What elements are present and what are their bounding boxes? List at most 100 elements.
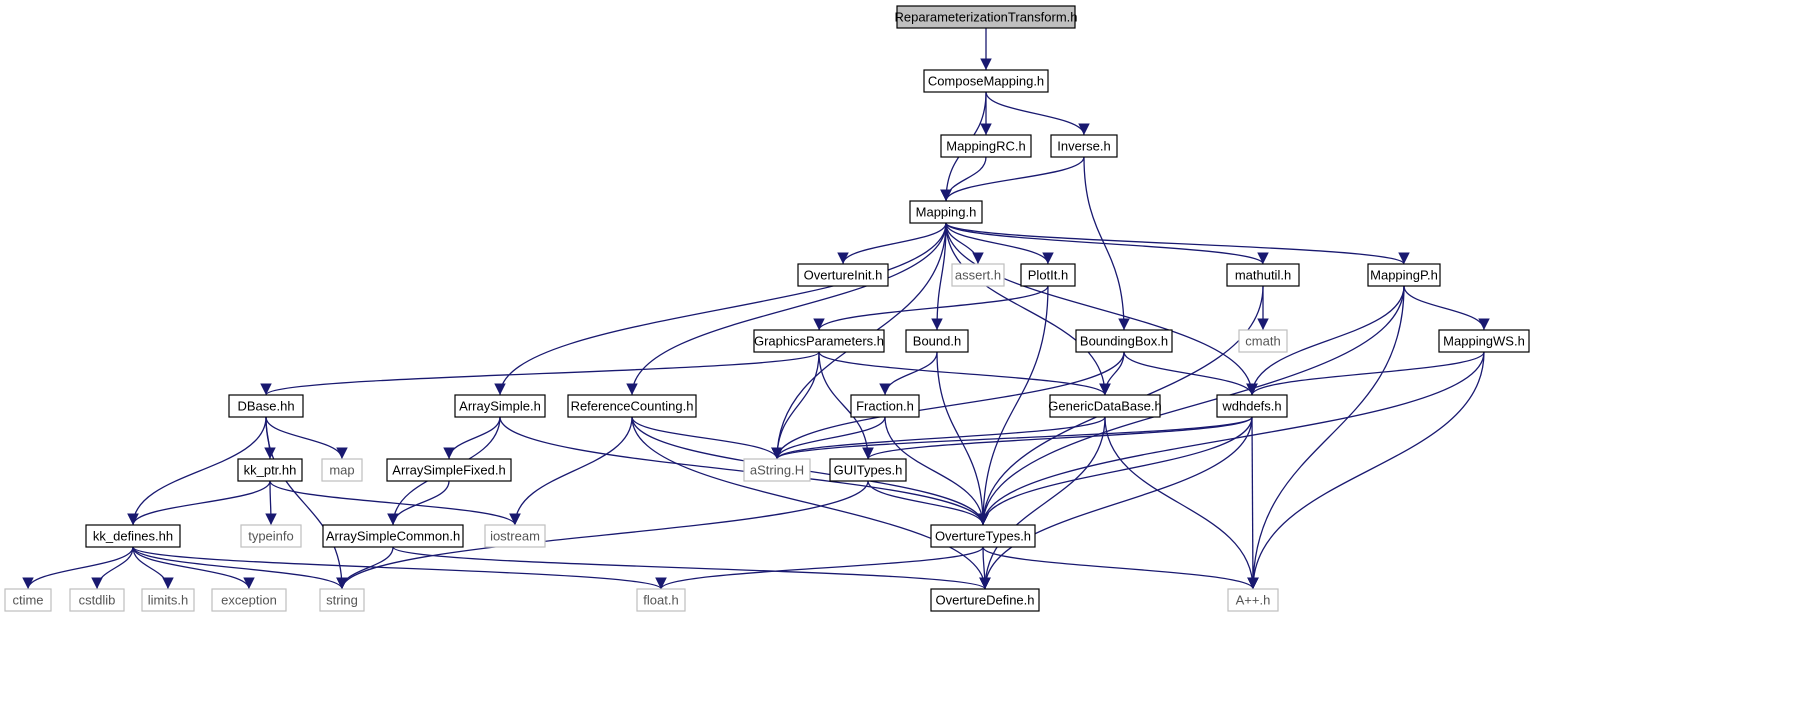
edge-wdhdefs-h-to-guitypes-h bbox=[862, 416, 1253, 460]
node-fraction-h[interactable]: Fraction.h bbox=[850, 394, 920, 418]
edge-mappingws-h-to-wdhdefs-h bbox=[1246, 351, 1485, 396]
node-label: ctime bbox=[12, 592, 43, 607]
node-genericdatabase-h[interactable]: GenericDataBase.h bbox=[1048, 394, 1162, 418]
node-string: string bbox=[319, 588, 365, 612]
edge-graphicsparameters-h-to-genericdatabase-h bbox=[818, 351, 1111, 396]
node-cstdlib: cstdlib bbox=[69, 588, 125, 612]
node-mathutil-h[interactable]: mathutil.h bbox=[1226, 263, 1300, 287]
edge-bound-h-to-fraction-h bbox=[879, 351, 938, 396]
node-box bbox=[4, 588, 52, 612]
node-arraysimplefixed-h[interactable]: ArraySimpleFixed.h bbox=[386, 458, 512, 482]
node-box bbox=[567, 394, 697, 418]
node-boundingbox-h[interactable]: BoundingBox.h bbox=[1075, 329, 1173, 353]
node-label: cstdlib bbox=[79, 592, 116, 607]
node-box bbox=[909, 200, 983, 224]
node-box bbox=[951, 263, 1005, 287]
node-overturetypes-h[interactable]: OvertureTypes.h bbox=[930, 524, 1036, 548]
edge-dbase-hh-to-map bbox=[265, 416, 348, 460]
edge-kk-defines-hh-to-float-h bbox=[132, 546, 667, 590]
node-guitypes-h[interactable]: GUITypes.h bbox=[829, 458, 907, 482]
edge-kk-defines-hh-to-string bbox=[132, 546, 348, 590]
edge-wdhdefs-h-to-overturedefine-h bbox=[979, 416, 1253, 590]
edge-mappingp-h-to-wdhdefs-h bbox=[1246, 285, 1405, 396]
edge-overturetypes-h-to-float-h bbox=[655, 546, 984, 590]
node-box bbox=[454, 394, 546, 418]
node-box bbox=[923, 69, 1049, 93]
node-box bbox=[1238, 329, 1288, 353]
node-label: kk_defines.hh bbox=[93, 528, 173, 543]
node-mappingp-h[interactable]: MappingP.h bbox=[1367, 263, 1441, 287]
node-referencecounting-h[interactable]: ReferenceCounting.h bbox=[567, 394, 697, 418]
edge-plotit-h-to-overturetypes-h bbox=[977, 285, 1049, 526]
node-typeinfo: typeinfo bbox=[240, 524, 302, 548]
edge-mapping-h-to-plotit-h bbox=[945, 222, 1054, 265]
node-exception: exception bbox=[211, 588, 287, 612]
edge-referencecounting-h-to-astring-h bbox=[631, 416, 783, 460]
edge-overturetypes-h-to-a-h bbox=[982, 546, 1259, 590]
node-label: Fraction.h bbox=[856, 398, 914, 413]
edge-wdhdefs-h-to-a-h bbox=[1247, 416, 1259, 590]
node-arraysimplecommon-h[interactable]: ArraySimpleCommon.h bbox=[322, 524, 464, 548]
node-mapping-h[interactable]: Mapping.h bbox=[909, 200, 983, 224]
node-reparameterizationtransform-h[interactable]: ReparameterizationTransform.h bbox=[894, 5, 1078, 29]
edge-arraysimple-h-to-overturetypes-h bbox=[499, 416, 989, 526]
node-kk-defines-hh[interactable]: kk_defines.hh bbox=[85, 524, 181, 548]
node-box bbox=[930, 588, 1040, 612]
node-composemapping-h[interactable]: ComposeMapping.h bbox=[923, 69, 1049, 93]
node-box bbox=[1367, 263, 1441, 287]
node-box bbox=[930, 524, 1036, 548]
node-dbase-hh[interactable]: DBase.hh bbox=[228, 394, 304, 418]
node-box bbox=[753, 329, 885, 353]
node-label: ReferenceCounting.h bbox=[571, 398, 694, 413]
node-box bbox=[1075, 329, 1173, 353]
edge-mapping-h-to-genericdatabase-h bbox=[945, 222, 1111, 396]
edge-composemapping-h-to-inverse-h bbox=[985, 91, 1090, 136]
node-label: ArraySimpleFixed.h bbox=[392, 462, 505, 477]
node-mappingws-h[interactable]: MappingWS.h bbox=[1438, 329, 1530, 353]
node-label: float.h bbox=[643, 592, 678, 607]
node-label: typeinfo bbox=[248, 528, 294, 543]
edge-genericdatabase-h-to-overturedefine-h bbox=[979, 416, 1106, 590]
node-mappingrc-h[interactable]: MappingRC.h bbox=[940, 134, 1032, 158]
node-label: wdhdefs.h bbox=[1221, 398, 1281, 413]
node-box bbox=[1227, 588, 1279, 612]
node-graphicsparameters-h[interactable]: GraphicsParameters.h bbox=[753, 329, 885, 353]
node-box bbox=[1226, 263, 1300, 287]
node-label: MappingP.h bbox=[1370, 267, 1438, 282]
node-label: A++.h bbox=[1236, 592, 1271, 607]
node-box bbox=[319, 588, 365, 612]
edge-dbase-hh-to-kk-defines-hh bbox=[127, 416, 267, 526]
edge-overturetypes-h-to-overturedefine-h bbox=[979, 546, 991, 590]
node-label: DBase.hh bbox=[237, 398, 294, 413]
edge-kk-ptr-hh-to-typeinfo bbox=[265, 480, 277, 526]
edge-mapping-h-to-arraysimple-h bbox=[494, 222, 947, 396]
edge-genericdatabase-h-to-astring-h bbox=[771, 416, 1106, 460]
edge-bound-h-to-overturetypes-h bbox=[936, 351, 989, 526]
edge-dbase-hh-to-string bbox=[265, 416, 348, 590]
edge-referencecounting-h-to-iostream bbox=[509, 416, 633, 526]
node-overtureinit-h[interactable]: OvertureInit.h bbox=[797, 263, 889, 287]
node-inverse-h[interactable]: Inverse.h bbox=[1050, 134, 1118, 158]
node-label: MappingWS.h bbox=[1443, 333, 1525, 348]
node-overturedefine-h[interactable]: OvertureDefine.h bbox=[930, 588, 1040, 612]
node-kk-ptr-hh[interactable]: kk_ptr.hh bbox=[237, 458, 303, 482]
node-box bbox=[237, 458, 303, 482]
edge-mappingws-h-to-a-h bbox=[1247, 351, 1485, 590]
node-box bbox=[896, 5, 1076, 29]
edge-mapping-h-to-referencecounting-h bbox=[626, 222, 947, 396]
node-wdhdefs-h[interactable]: wdhdefs.h bbox=[1216, 394, 1288, 418]
node-plotit-h[interactable]: PlotIt.h bbox=[1020, 263, 1076, 287]
node-bound-h[interactable]: Bound.h bbox=[905, 329, 969, 353]
edge-wdhdefs-h-to-astring-h bbox=[771, 416, 1253, 460]
node-map: map bbox=[321, 458, 363, 482]
node-label: GUITypes.h bbox=[834, 462, 903, 477]
node-arraysimple-h[interactable]: ArraySimple.h bbox=[454, 394, 546, 418]
edge-arraysimplefixed-h-to-arraysimplecommon-h bbox=[387, 480, 450, 526]
node-box bbox=[940, 134, 1032, 158]
node-box bbox=[484, 524, 546, 548]
edge-graphicsparameters-h-to-dbase-hh bbox=[260, 351, 820, 396]
edge-guitypes-h-to-string bbox=[336, 480, 869, 590]
edge-wdhdefs-h-to-overturetypes-h bbox=[977, 416, 1253, 526]
edge-kk-ptr-hh-to-kk-defines-hh bbox=[127, 480, 271, 526]
edge-arraysimple-h-to-arraysimplefixed-h bbox=[443, 416, 501, 460]
